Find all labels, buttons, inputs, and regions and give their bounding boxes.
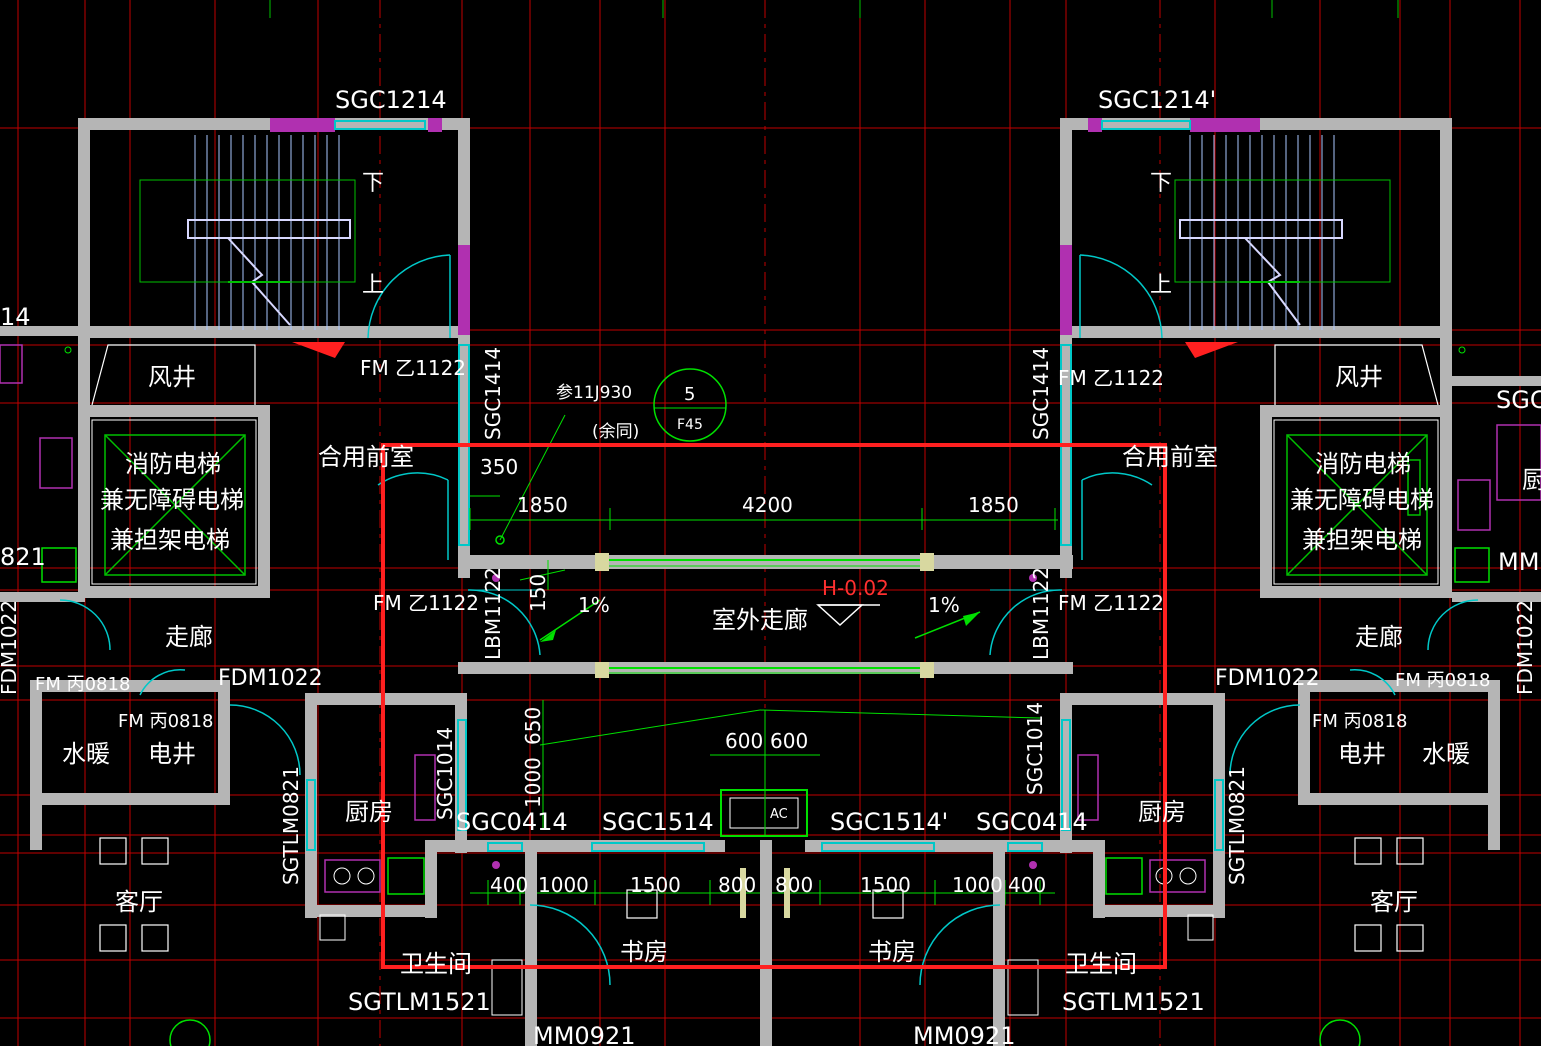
- dimension-400-left: 400: [490, 873, 528, 897]
- room-kitchen-left: 厨房: [345, 798, 393, 826]
- edge-label-kitchen: 厨: [1522, 466, 1541, 494]
- reference-note: 参11J930: [556, 383, 632, 403]
- window-label-sgc1514-left: SGC1514: [602, 808, 714, 836]
- dimension-1000-vertical: 1000: [521, 757, 545, 808]
- door-label-fm1122-mid-right: FM 乙1122: [1058, 591, 1164, 615]
- elevator-left-line-2: 兼无障碍电梯: [100, 486, 244, 514]
- door-label-sgtlm1521-left: SGTLM1521: [348, 988, 491, 1016]
- elevator-right-line-3: 兼担架电梯: [1302, 526, 1422, 554]
- reference-note-2: (余同): [592, 422, 639, 442]
- door-label-fdm1022-right: FDM1022: [1215, 666, 1320, 691]
- slope-left: 1%: [578, 593, 610, 617]
- dimension-1500-right: 1500: [860, 873, 911, 897]
- room-bathroom-left: 卫生间: [400, 950, 472, 978]
- dimension-1850-right: 1850: [968, 493, 1019, 517]
- outdoor-corridor: [458, 368, 1073, 678]
- door-label-lbm1122-right: LBM1122: [1029, 567, 1053, 660]
- room-corridor-right: 走廊: [1355, 623, 1403, 651]
- window-label-sgc0414-right: SGC0414: [976, 808, 1088, 836]
- door-label-fm0818-b: FM 丙0818: [118, 711, 213, 732]
- elevator-left-line-3: 兼担架电梯: [110, 526, 230, 554]
- door-label-fm0818-d: FM 丙0818: [1312, 711, 1407, 732]
- room-bathroom-right: 卫生间: [1065, 950, 1137, 978]
- dimension-800-right: 800: [775, 873, 813, 897]
- dimension-1850-left: 1850: [517, 493, 568, 517]
- stair-up-left: 上: [362, 273, 384, 298]
- center-axes: [379, 0, 1161, 1046]
- room-outdoor-corridor: 室外走廊: [712, 606, 808, 634]
- dimension-150: 150: [526, 574, 550, 612]
- window-label-sgc0414-left: SGC0414: [456, 808, 568, 836]
- window-label-sgc1414-right: SGC1414: [1029, 347, 1053, 440]
- dimension-400-right: 400: [1008, 873, 1046, 897]
- elevator-left-line-1: 消防电梯: [125, 450, 221, 478]
- reference-sheet: F45: [677, 417, 703, 433]
- room-corridor-left: 走廊: [165, 623, 213, 651]
- door-label-fdm1022-left: FDM1022: [218, 666, 323, 691]
- dimension-lines: [469, 495, 1058, 905]
- window-label-sgc1014-left: SGC1014: [433, 727, 457, 820]
- edge-label-821: 821: [0, 543, 46, 571]
- door-label-fm1122-mid-left: FM 乙1122: [373, 591, 479, 615]
- edge-label-sgc: SGC: [1496, 386, 1541, 414]
- ac-unit-label: AC: [770, 807, 788, 822]
- elevator-right-line-2: 兼无障碍电梯: [1290, 486, 1434, 514]
- stair-down-right: 下: [1150, 171, 1172, 196]
- room-living-right: 客厅: [1370, 888, 1418, 916]
- dimension-800-left: 800: [718, 873, 756, 897]
- dimension-600-left: 600: [725, 729, 763, 753]
- dimension-1000-right: 1000: [952, 873, 1003, 897]
- stair-down-left: 下: [362, 171, 384, 196]
- room-electric-right: 电井: [1338, 740, 1386, 768]
- door-label-mm0921-left: MM0921: [533, 1022, 636, 1046]
- elevator-right-line-1: 消防电梯: [1315, 450, 1411, 478]
- room-electric-left: 电井: [148, 740, 196, 768]
- text-labels: SGC1214 SGC1214' 下 上 下 上 FM 乙1122 FM 乙11…: [0, 86, 1541, 1046]
- door-label-fm0818-a: FM 丙0818: [35, 674, 130, 695]
- dimension-1000-left: 1000: [538, 873, 589, 897]
- door-label-mm0921-right: MM0921: [913, 1022, 1016, 1046]
- door-label-sgtlm1521-right: SGTLM1521: [1062, 988, 1205, 1016]
- window-label-sgc1514-right: SGC1514': [830, 808, 948, 836]
- door-label-fdm1022-edge-left: FDM1022: [0, 600, 21, 695]
- window-label-sgc1214-left: SGC1214: [335, 86, 447, 114]
- window-label-sgc1414-left: SGC1414: [481, 347, 505, 440]
- top-green-ticks: [269, 0, 1399, 18]
- window-label-sgc1214-right: SGC1214': [1098, 86, 1216, 114]
- dimension-1500-left: 1500: [630, 873, 681, 897]
- room-study-right: 书房: [868, 938, 916, 966]
- dimension-650: 650: [521, 707, 545, 745]
- elevation-mark: H-0.02: [822, 576, 889, 600]
- door-label-sgtlm0821-left: SGTLM0821: [279, 766, 303, 885]
- selection-rectangle[interactable]: [381, 443, 1167, 969]
- room-front-room-right: 合用前室: [1122, 443, 1218, 471]
- door-label-fm0818-c: FM 丙0818: [1395, 670, 1490, 691]
- reference-number: 5: [684, 384, 695, 405]
- dimension-350: 350: [480, 455, 518, 479]
- room-living-left: 客厅: [115, 888, 163, 916]
- slope-right: 1%: [928, 593, 960, 617]
- door-label-fdm1022-edge-right: FDM1022: [1513, 600, 1537, 695]
- door-label-fm1122-top-right: FM 乙1122: [1058, 366, 1164, 390]
- room-heating-left: 水暖: [62, 740, 110, 768]
- room-heating-right: 水暖: [1422, 740, 1470, 768]
- dimension-4200: 4200: [742, 493, 793, 517]
- door-label-sgtlm0821-right: SGTLM0821: [1225, 766, 1249, 885]
- room-wind-shaft-right: 风井: [1335, 363, 1383, 391]
- right-stair-core: [1060, 118, 1452, 598]
- lower-units: [0, 326, 1541, 1046]
- room-study-left: 书房: [620, 938, 668, 966]
- stair-up-right: 上: [1150, 273, 1172, 298]
- door-label-fm1122-top-left: FM 乙1122: [360, 356, 466, 380]
- room-kitchen-right: 厨房: [1138, 798, 1186, 826]
- dimension-600-right: 600: [770, 729, 808, 753]
- edge-label-mm: MM0: [1498, 548, 1541, 576]
- room-wind-shaft-left: 风井: [148, 363, 196, 391]
- room-front-room-left: 合用前室: [318, 443, 414, 471]
- edge-label-14: 14: [0, 303, 31, 331]
- door-label-lbm1122-left: LBM1122: [481, 567, 505, 660]
- window-label-sgc1014-right: SGC1014: [1023, 702, 1047, 795]
